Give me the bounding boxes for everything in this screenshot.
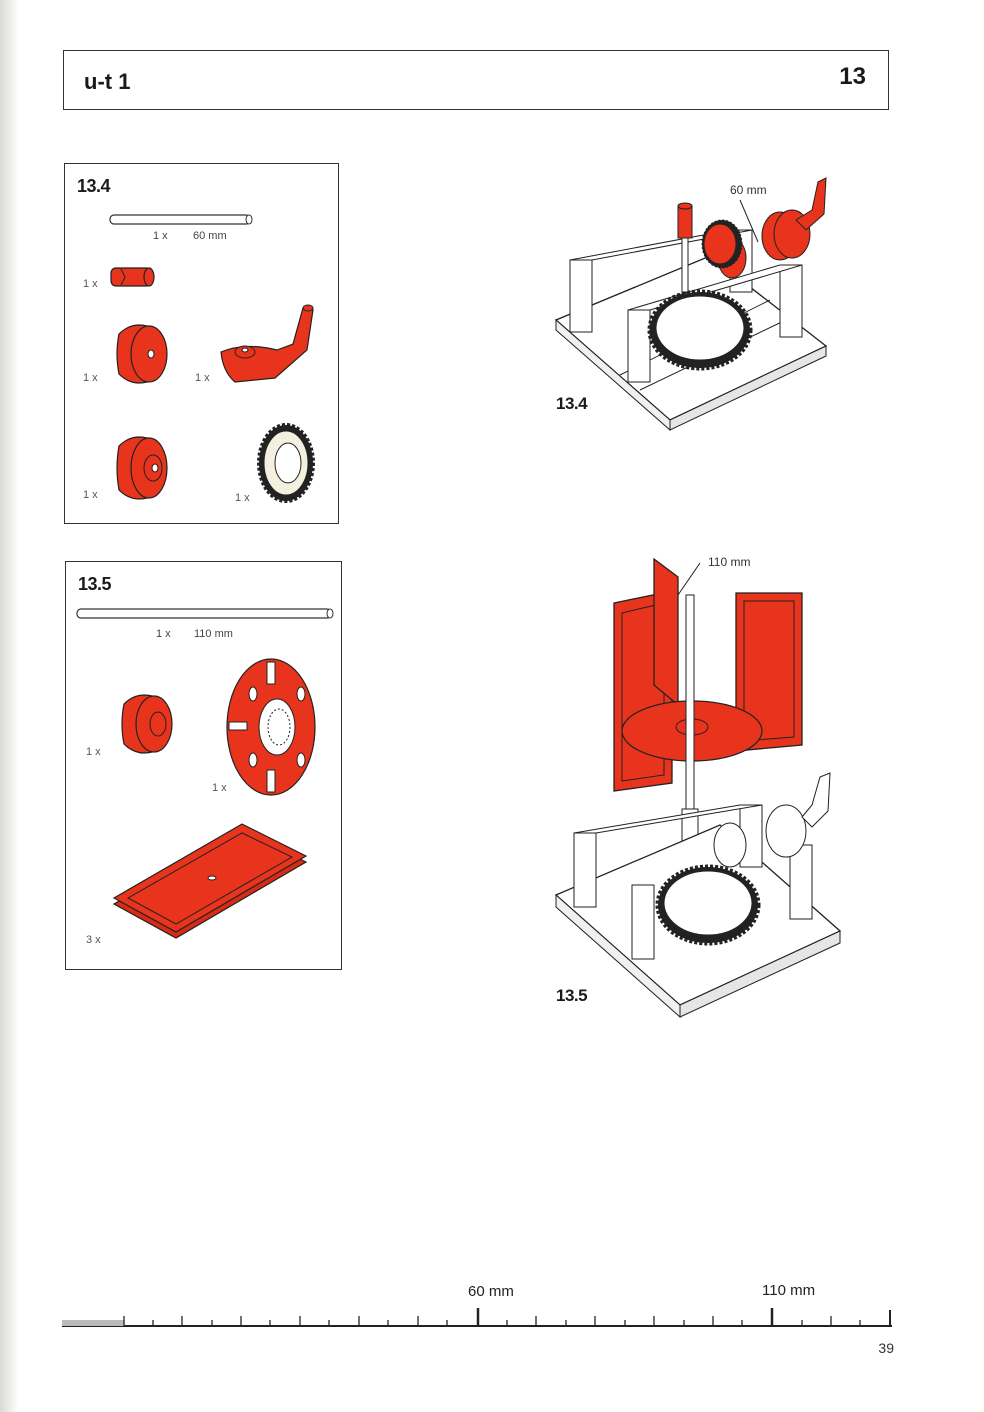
hub-qty: 1 x <box>86 746 101 758</box>
ruler-mark-110mm-label: 110 mm <box>762 1282 816 1299</box>
assembly-label-13-5: 13.5 <box>556 986 588 1005</box>
page-number: 39 <box>878 1340 894 1356</box>
axle-110mm-icon <box>76 608 334 619</box>
crank-handle-icon <box>220 304 314 383</box>
disc-qty: 1 x <box>212 782 227 794</box>
parts-box-13-5: 13.5 1 x 110 mm 1 x 1 x 3 x <box>65 561 342 970</box>
axle-length: 60 mm <box>193 230 227 242</box>
assembly-13-5-illustration <box>554 557 842 1019</box>
step-label: 13.5 <box>78 574 112 594</box>
axle-qty: 1 x <box>153 230 168 242</box>
sleeve-qty: 1 x <box>83 278 98 290</box>
hub-qty: 1 x <box>83 372 98 384</box>
flange-hub-icon <box>116 436 168 500</box>
hub-nut-icon <box>121 694 173 754</box>
hub-nut-icon <box>116 324 168 384</box>
flat-plate-icon <box>112 823 308 939</box>
gear-qty: 1 x <box>235 492 250 504</box>
plate-qty: 3 x <box>86 934 101 946</box>
callout-110mm: 110 mm <box>708 555 751 569</box>
slotted-disc-icon <box>226 658 316 796</box>
binding-edge <box>0 0 18 1412</box>
chapter-number: 13 <box>839 63 866 90</box>
callout-60mm: 60 mm <box>730 183 767 197</box>
axle-length: 110 mm <box>194 628 233 640</box>
hub2-qty: 1 x <box>83 489 98 501</box>
crank-qty: 1 x <box>195 372 210 384</box>
sleeve-part-icon <box>110 267 155 287</box>
measuring-ruler <box>62 1308 892 1327</box>
parts-box-13-4: 13.4 1 x 60 mm 1 x 1 x 1 x 1 x 1 x <box>64 163 339 524</box>
gear-wheel-icon <box>257 423 315 503</box>
assembly-label-13-4: 13.4 <box>556 394 588 413</box>
axle-qty: 1 x <box>156 628 171 640</box>
ruler-mark-60mm-label: 60 mm <box>468 1283 514 1300</box>
step-label: 13.4 <box>77 176 111 196</box>
model-title: u-t 1 <box>84 69 131 94</box>
axle-60mm-icon <box>109 214 253 225</box>
assembly-13-4-illustration <box>554 177 828 432</box>
page-header: u-t 1 13 <box>63 50 889 110</box>
